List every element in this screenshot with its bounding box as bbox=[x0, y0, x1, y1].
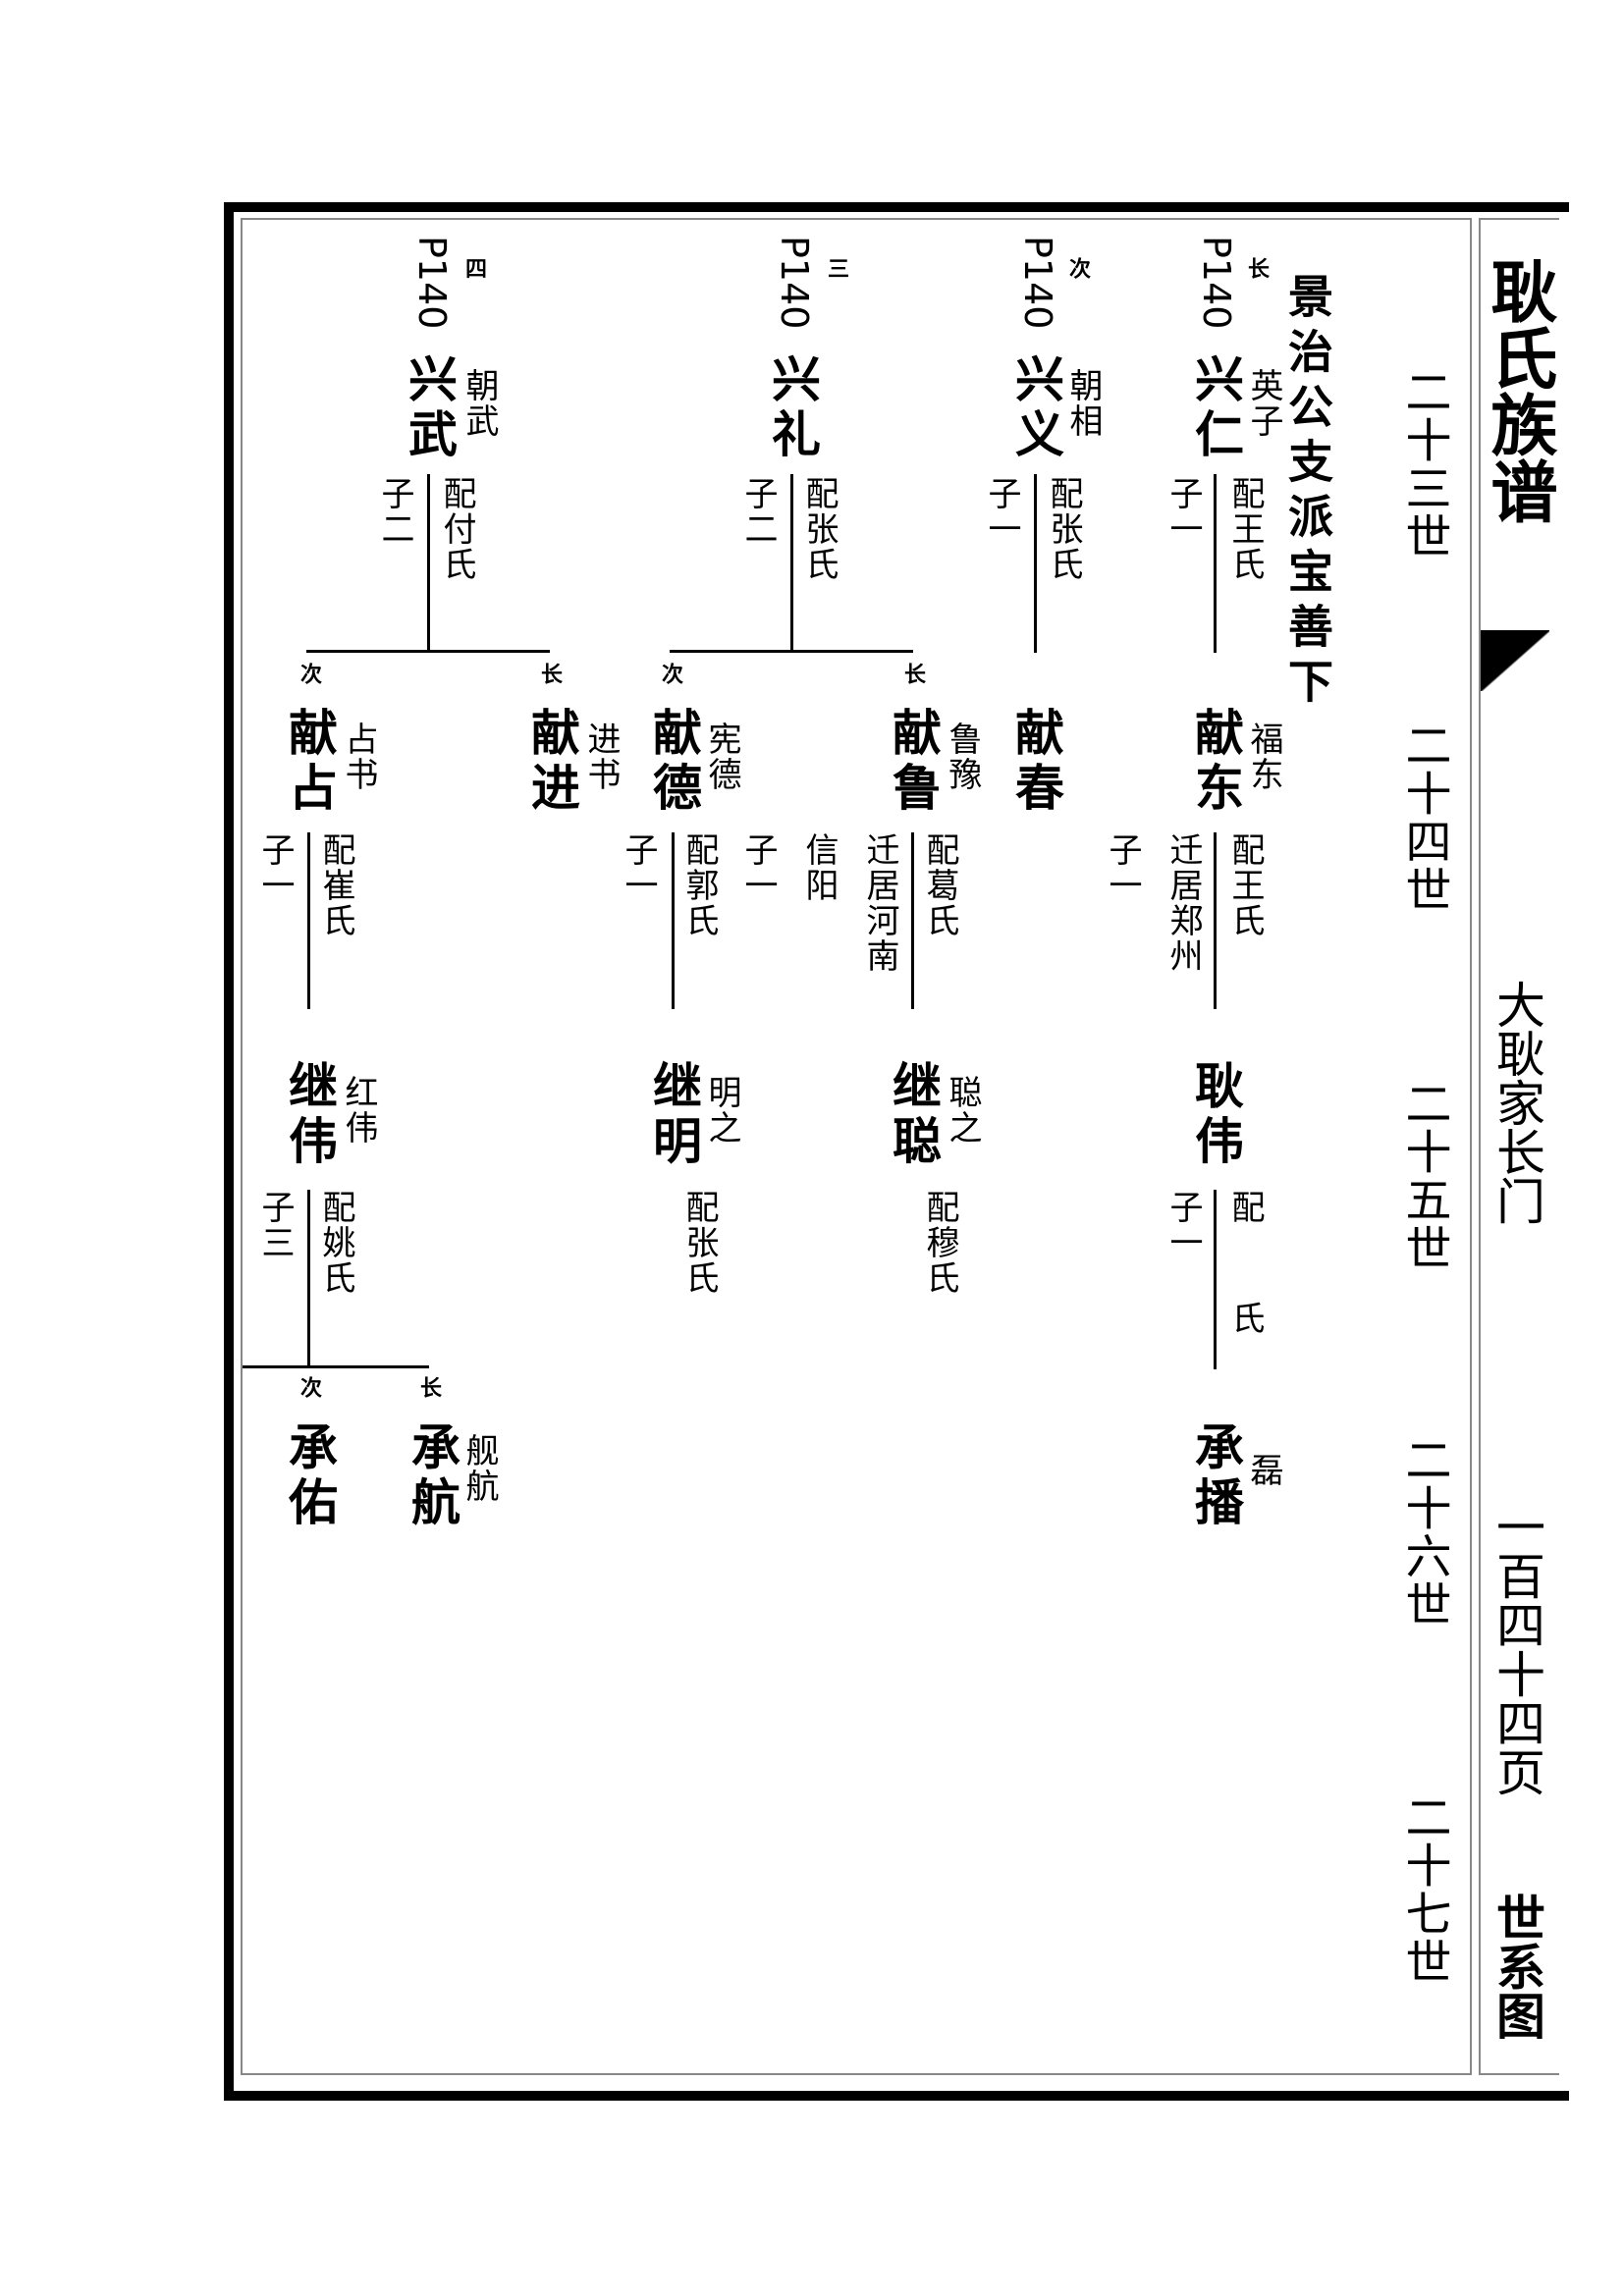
generation-27: 二十七世 bbox=[1396, 1793, 1451, 1986]
generation-23: 二十三世 bbox=[1396, 368, 1451, 561]
sons-count: 子一 bbox=[255, 832, 295, 903]
sons-count: 子一 bbox=[1164, 1190, 1203, 1260]
branch-label: 大耿家长门 bbox=[1489, 980, 1545, 1225]
section-label: 世系图 bbox=[1489, 1893, 1545, 2040]
courtesy-name: 朝相 bbox=[1063, 368, 1103, 439]
residence-note: 迁居郑州 bbox=[1164, 832, 1203, 974]
spouse: 配张氏 bbox=[1044, 476, 1083, 582]
courtesy-name: 福东 bbox=[1244, 721, 1283, 792]
courtesy-name: 宪德 bbox=[702, 721, 741, 792]
spouse: 配郭氏 bbox=[679, 832, 719, 938]
generation-25: 二十五世 bbox=[1396, 1080, 1451, 1272]
courtesy-name: 占书 bbox=[339, 721, 378, 792]
rank-label: 三 bbox=[824, 257, 849, 279]
sons-count: 子二 bbox=[375, 476, 414, 547]
lineage-line bbox=[307, 832, 310, 1009]
sibling-line bbox=[670, 650, 913, 653]
courtesy-name: 朝武 bbox=[460, 368, 499, 439]
person-name: 继伟 bbox=[281, 1060, 339, 1170]
courtesy-name: 舰航 bbox=[460, 1433, 499, 1504]
spouse: 配 bbox=[1225, 1190, 1265, 1225]
person-name: 献春 bbox=[1007, 707, 1065, 817]
generation-26: 二十六世 bbox=[1396, 1436, 1451, 1629]
page-ref: P140 bbox=[410, 236, 454, 330]
spouse: 配张氏 bbox=[679, 1190, 719, 1296]
rank-label: 四 bbox=[461, 257, 487, 279]
person-name: 承佑 bbox=[281, 1421, 339, 1531]
rank-label: 次 bbox=[297, 1376, 322, 1398]
lineage-line bbox=[427, 474, 430, 653]
rank-label: 长 bbox=[1244, 257, 1270, 279]
fish-tail-ornament bbox=[1481, 630, 1549, 691]
sons-count: 子一 bbox=[619, 832, 658, 903]
sons-count: 子二 bbox=[738, 476, 778, 547]
courtesy-name: 聪之 bbox=[943, 1075, 982, 1146]
branch-heading: 景治公支派宝善下 bbox=[1281, 273, 1334, 713]
lineage-line bbox=[1214, 474, 1217, 653]
residence-note: 信阳 bbox=[799, 832, 839, 903]
spouse: 配张氏 bbox=[799, 476, 839, 582]
courtesy-name: 磊 bbox=[1244, 1453, 1283, 1488]
lineage-line bbox=[672, 832, 675, 1009]
person-name: 献东 bbox=[1187, 707, 1245, 817]
spouse: 配崔氏 bbox=[316, 832, 355, 938]
spouse: 配王氏 bbox=[1225, 476, 1265, 582]
sibling-line bbox=[243, 1365, 429, 1368]
person-name: 承航 bbox=[404, 1421, 461, 1531]
lineage-line bbox=[790, 474, 793, 653]
spouse: 配穆氏 bbox=[920, 1190, 959, 1296]
person-name: 耿伟 bbox=[1187, 1060, 1245, 1170]
person-name: 兴仁 bbox=[1187, 353, 1245, 463]
courtesy-name: 红伟 bbox=[339, 1075, 378, 1146]
lineage-line bbox=[1214, 832, 1217, 1009]
spouse-surname-suffix: 氏 bbox=[1225, 1301, 1265, 1336]
person-name: 继聪 bbox=[885, 1060, 943, 1170]
page-ref: P140 bbox=[773, 236, 816, 330]
rank-label: 次 bbox=[658, 663, 683, 684]
lineage-line bbox=[1034, 474, 1037, 653]
lineage-line bbox=[911, 832, 914, 1009]
sons-count: 子一 bbox=[738, 832, 778, 903]
spouse: 配王氏 bbox=[1225, 832, 1265, 938]
rank-label: 长 bbox=[900, 663, 926, 684]
person-name: 兴武 bbox=[401, 353, 459, 463]
lineage-line bbox=[1214, 1190, 1217, 1369]
page-ref: P140 bbox=[1016, 236, 1059, 330]
chart-frame bbox=[241, 218, 1472, 2075]
courtesy-name: 英子 bbox=[1244, 368, 1283, 439]
person-name: 献鲁 bbox=[885, 707, 943, 817]
person-name: 献占 bbox=[281, 707, 339, 817]
spouse: 配葛氏 bbox=[920, 832, 959, 938]
person-name: 兴义 bbox=[1007, 353, 1065, 463]
lineage-line bbox=[307, 1190, 310, 1366]
residence-note: 迁居河南 bbox=[860, 832, 899, 974]
sons-count: 子一 bbox=[1164, 476, 1203, 547]
person-name: 献德 bbox=[645, 707, 703, 817]
rank-label: 长 bbox=[416, 1376, 442, 1398]
person-name: 继明 bbox=[645, 1060, 703, 1170]
page-border bbox=[224, 202, 1569, 2101]
courtesy-name: 进书 bbox=[581, 721, 621, 792]
page-ref: P140 bbox=[1195, 236, 1238, 330]
page-number: 一百四十四页 bbox=[1489, 1502, 1545, 1796]
spouse: 配付氏 bbox=[437, 476, 476, 582]
rank-label: 次 bbox=[1065, 257, 1091, 279]
book-title: 耿氏族谱 bbox=[1479, 257, 1556, 524]
sibling-line bbox=[306, 650, 550, 653]
sons-count: 子一 bbox=[982, 476, 1021, 547]
courtesy-name: 明之 bbox=[702, 1075, 741, 1146]
spouse: 配姚氏 bbox=[316, 1190, 355, 1296]
sons-count: 子一 bbox=[1103, 832, 1142, 903]
generation-24: 二十四世 bbox=[1396, 721, 1451, 914]
sons-count: 子三 bbox=[255, 1190, 295, 1260]
courtesy-name: 鲁豫 bbox=[943, 721, 982, 792]
title-panel bbox=[1479, 218, 1559, 2075]
person-name: 承播 bbox=[1187, 1421, 1245, 1531]
rank-label: 长 bbox=[537, 663, 563, 684]
rank-label: 次 bbox=[297, 663, 322, 684]
person-name: 献进 bbox=[523, 707, 581, 817]
person-name: 兴礼 bbox=[764, 353, 822, 463]
